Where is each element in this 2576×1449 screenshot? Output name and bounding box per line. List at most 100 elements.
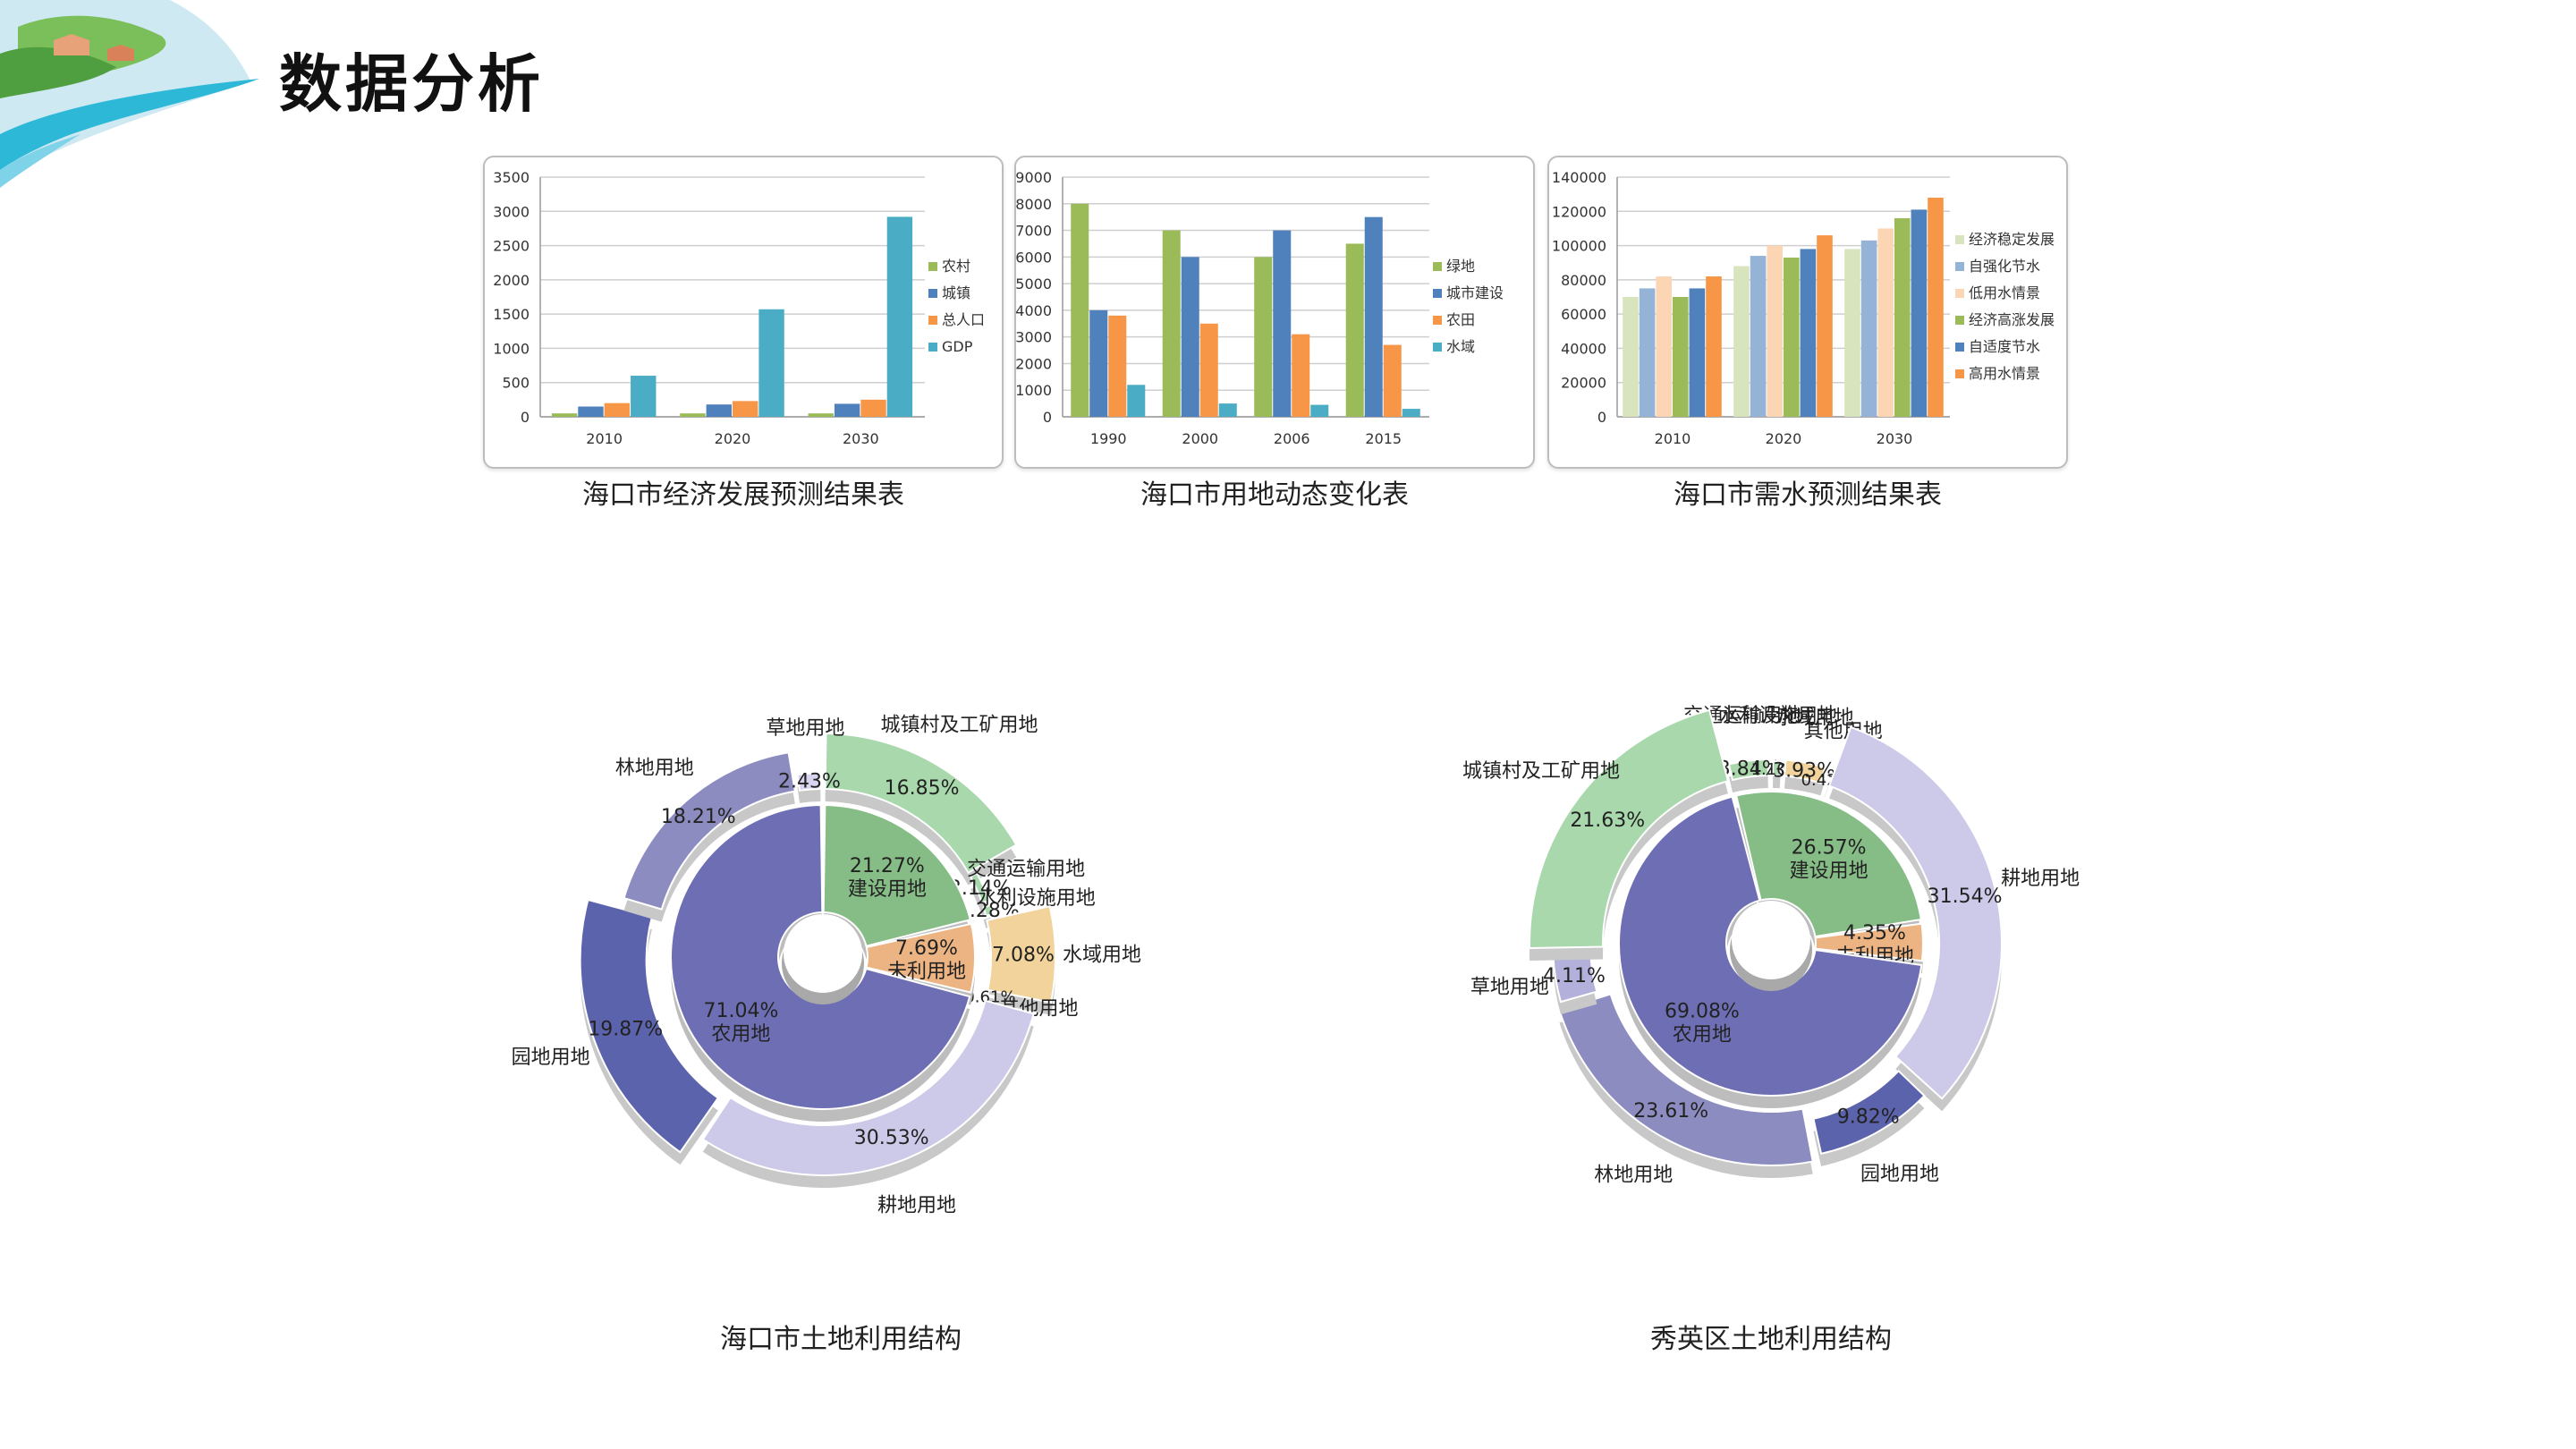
legend-label: 水域	[1446, 338, 1475, 355]
y-tick-label: 0	[1597, 409, 1606, 426]
outer-category-label: 草地用地	[1470, 977, 1549, 999]
legend-label: 低用水情景	[1969, 284, 2040, 301]
outer-segment-水利设施用地	[1772, 760, 1782, 777]
inner-segment-建设用地	[1734, 791, 1922, 938]
bar-城市建设-2006	[1273, 230, 1292, 417]
x-tick-label: 1990	[1090, 430, 1127, 447]
legend-label: 经济稳定发展	[1969, 231, 2055, 248]
haikou-landuse-sunburst: 16.85%城镇村及工矿用地3.14%交通运输用地1.28%水利设施用地7.08…	[512, 714, 1141, 1217]
outer-segment-园地用地	[579, 898, 720, 1154]
inner-category-label: 农用地	[711, 1023, 770, 1046]
outer-segment-耕地用地	[1827, 725, 2003, 1100]
outer-segment-城镇村及工矿用地	[824, 733, 1018, 874]
water-demand-bar-chart: 0200004000060000800001000001200001400002…	[1552, 169, 2055, 447]
y-tick-label: 1000	[1016, 382, 1052, 399]
outer-category-label: 耕地用地	[2001, 868, 2080, 890]
outer-category-label: 城镇村及工矿用地	[880, 714, 1038, 736]
outer-segment-group	[1783, 758, 1826, 796]
bar-自适度节水-2010	[1689, 288, 1706, 417]
outer-pct-label: 23.61%	[1633, 1100, 1708, 1123]
bar-低用水情景-2020	[1767, 245, 1783, 417]
bar-农田-2015	[1383, 344, 1402, 417]
outer-segment-耕地用地	[701, 999, 1035, 1176]
bar-总人口-2010	[604, 402, 631, 417]
bar-经济稳定发展-2030	[1844, 249, 1860, 417]
x-tick-label: 2010	[1655, 430, 1691, 447]
outer-category-label: 水利设施用地	[1719, 705, 1837, 727]
outer-pct-label: 0.61%	[964, 988, 1015, 1007]
y-tick-label: 3500	[493, 169, 530, 186]
bar-水域-2000	[1218, 403, 1237, 417]
legend-label: GDP	[942, 338, 973, 355]
y-tick-label: 60000	[1561, 306, 1606, 323]
inner-pct-label: 26.57%	[1792, 837, 1867, 860]
outer-pct-label: 4.11%	[1543, 965, 1606, 987]
legend-swatch	[1955, 343, 1964, 352]
bar-城镇-2020	[706, 404, 732, 417]
inner-pct-label: 71.04%	[703, 1000, 778, 1022]
legend-label: 城镇	[942, 284, 970, 301]
inner-segment-建设用地	[822, 804, 972, 947]
outer-category-label: 耕地用地	[877, 1195, 956, 1217]
y-tick-label: 3000	[1016, 329, 1052, 346]
bar-农田-2000	[1199, 323, 1218, 417]
outer-segment-group	[623, 751, 796, 922]
legend-swatch	[928, 316, 937, 325]
inner-segment-未利用地	[1814, 922, 1924, 962]
inner-pct-label: 21.27%	[850, 855, 925, 877]
bar-低用水情景-2030	[1877, 228, 1894, 417]
outer-segment-group	[1529, 708, 1730, 962]
legend-swatch	[1955, 262, 1964, 271]
bar-低用水情景-2010	[1656, 276, 1672, 417]
bar-总人口-2020	[733, 401, 758, 417]
outer-category-label: 水域用地	[1775, 708, 1854, 730]
outer-segment-group	[1552, 952, 1598, 1015]
x-tick-label: 2030	[1877, 430, 1913, 447]
bar-绿地-1990	[1071, 203, 1089, 417]
outer-pct-label: 9.82%	[1837, 1106, 1900, 1129]
y-tick-label: 2000	[1016, 355, 1052, 372]
outer-category-label: 林地用地	[615, 757, 694, 779]
outer-pct-label: 2.43%	[778, 771, 841, 793]
x-tick-label: 2010	[586, 430, 623, 447]
outer-segment-水域用地	[1783, 758, 1826, 784]
bar-自强化节水-2010	[1639, 288, 1656, 417]
outer-segment-其他用地	[985, 993, 996, 999]
y-tick-label: 40000	[1561, 340, 1606, 357]
bar-自适度节水-2020	[1800, 249, 1817, 417]
outer-segment-group	[701, 999, 1035, 1188]
inner-pct-label: 4.35%	[1843, 922, 1906, 945]
xiuying-landuse-sunburst: 3.84%交通运输用地1.10%水利设施用地3.93%水域用地0.42%其他用地…	[1462, 705, 2080, 1187]
outer-segment-group	[1812, 1069, 1926, 1166]
bar-经济高涨发展-2020	[1784, 257, 1800, 417]
inner-pct-label: 69.08%	[1665, 1001, 1740, 1023]
legend-label: 农村	[942, 258, 970, 275]
y-tick-label: 120000	[1552, 203, 1606, 220]
y-tick-label: 0	[1043, 409, 1052, 426]
caption-haikou-landuse: 海口市土地利用结构	[720, 1324, 962, 1355]
legend-swatch	[1955, 289, 1964, 298]
bar-绿地-2006	[1254, 257, 1273, 417]
outer-segment-group	[824, 733, 1018, 886]
y-tick-label: 7000	[1016, 223, 1052, 240]
y-tick-label: 5000	[1016, 275, 1052, 292]
x-tick-label: 2030	[843, 430, 879, 447]
outer-category-label: 林地用地	[1594, 1165, 1673, 1187]
bar-经济高涨发展-2030	[1894, 217, 1911, 417]
bar-水域-2006	[1310, 404, 1329, 417]
bar-城市建设-2015	[1364, 216, 1383, 417]
y-tick-label: 100000	[1552, 238, 1606, 255]
inner-category-label: 建设用地	[848, 878, 927, 901]
outer-segment-group	[1823, 773, 1830, 797]
legend-swatch	[1433, 343, 1442, 352]
legend-label: 经济高涨发展	[1969, 311, 2055, 328]
y-tick-label: 9000	[1016, 169, 1052, 186]
center-hole	[1732, 901, 1810, 979]
outer-segment-group	[1558, 993, 1814, 1178]
outer-category-label: 水域用地	[1063, 944, 1141, 966]
bar-农村-2030	[808, 413, 834, 417]
landscape-logo-icon	[0, 0, 259, 188]
outer-pct-label: 16.85%	[885, 777, 960, 800]
y-tick-label: 1500	[493, 306, 530, 323]
outer-segment-草地用地	[796, 772, 822, 792]
